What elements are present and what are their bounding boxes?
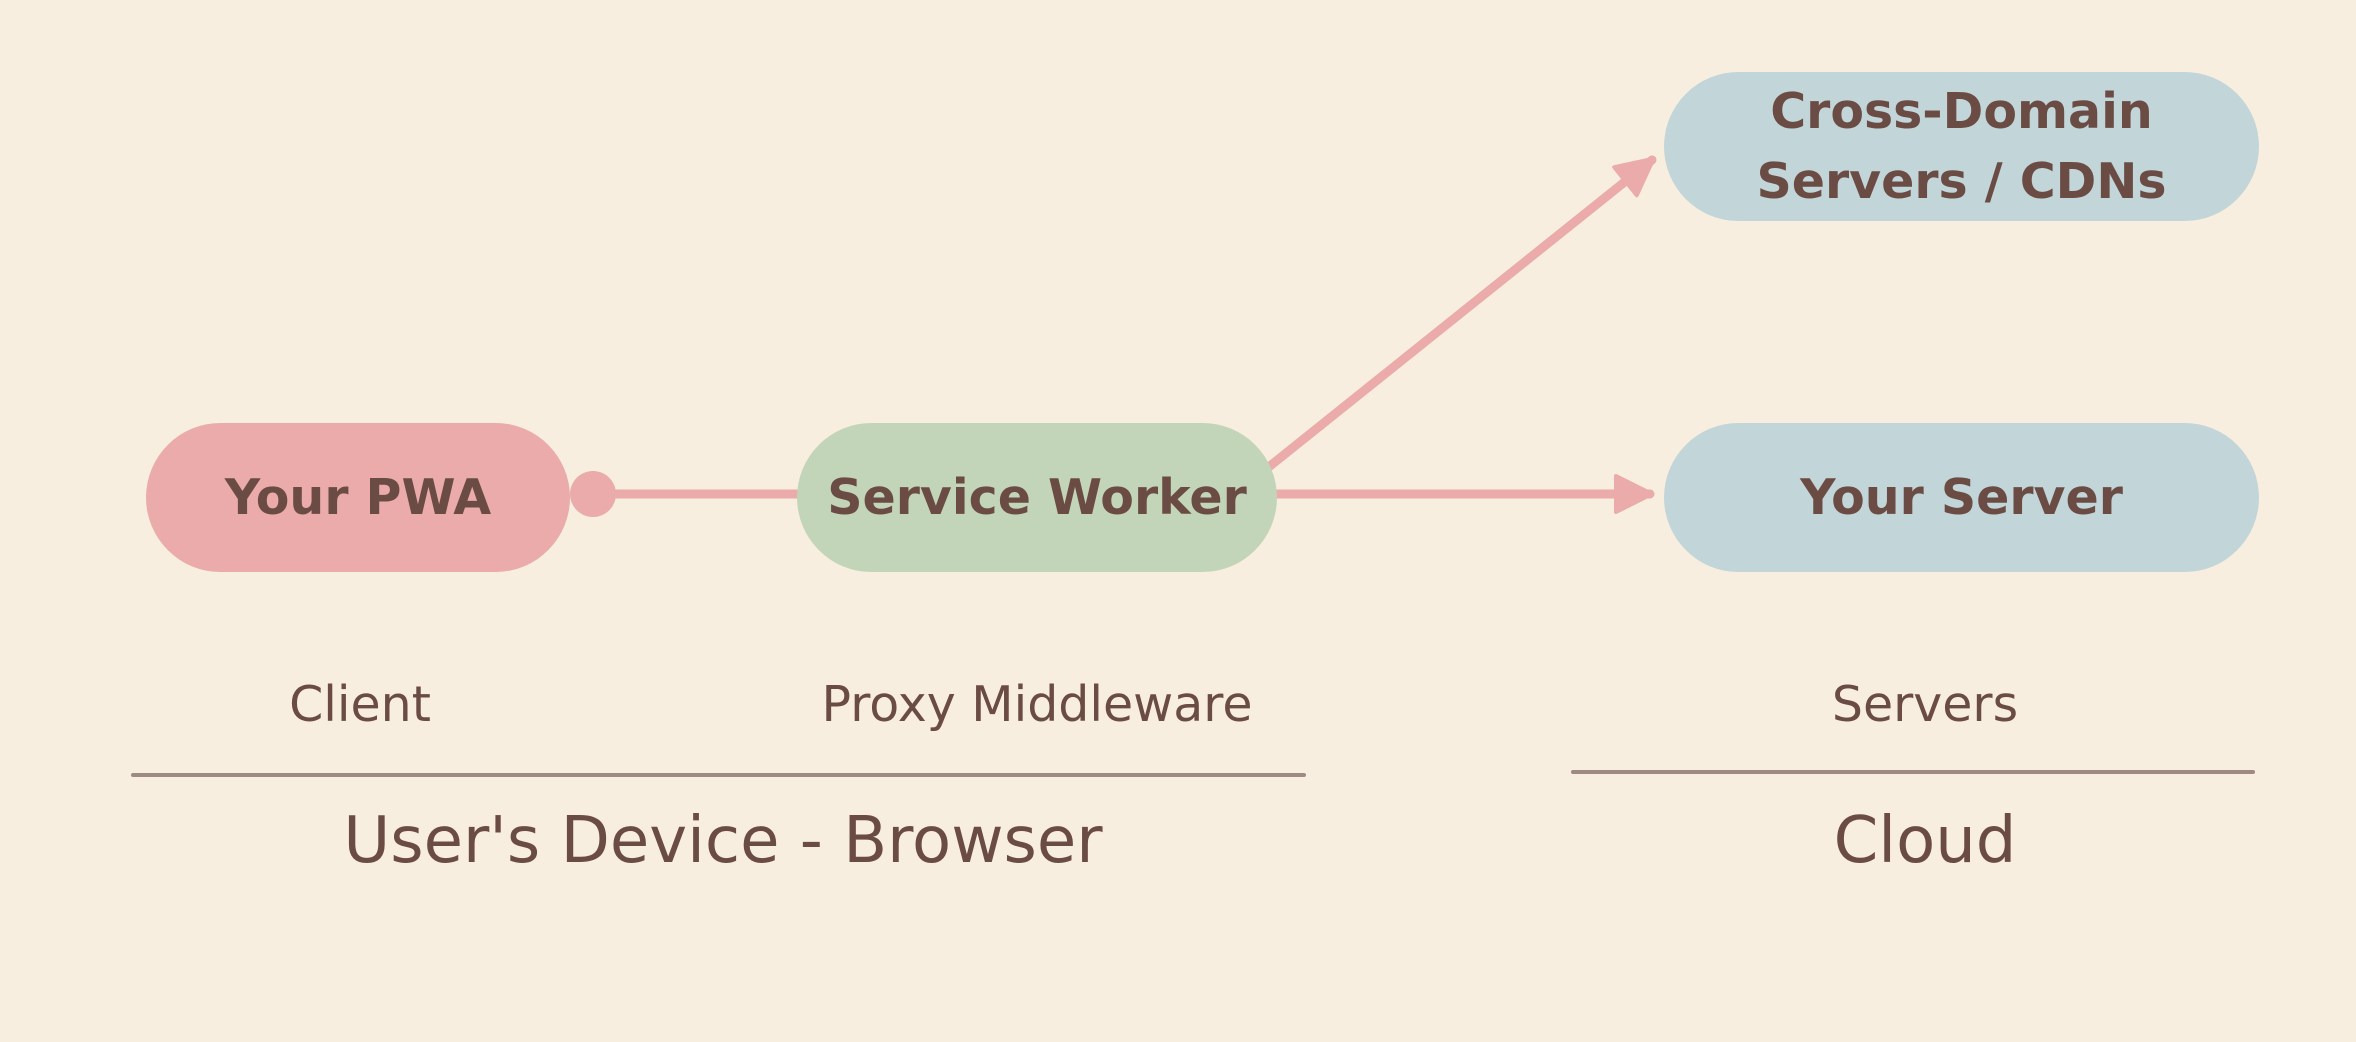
cloud-divider — [1571, 770, 2255, 774]
cdn-node: Cross-Domain Servers / CDNs — [1664, 72, 2259, 221]
device-divider — [131, 773, 1306, 777]
server-node-label: Your Server — [1800, 468, 2123, 526]
server-node: Your Server — [1664, 423, 2259, 572]
cdn-node-label: Cross-Domain Servers / CDNs — [1756, 82, 2167, 210]
proxy-caption: Proxy Middleware — [821, 676, 1253, 733]
pwa-node: Your PWA — [146, 423, 570, 572]
pwa-connector-dot — [570, 471, 616, 517]
service-worker-node: Service Worker — [797, 423, 1277, 572]
servers-caption: Servers — [1831, 676, 2019, 733]
client-caption: Client — [289, 676, 431, 733]
service-worker-node-label: Service Worker — [827, 468, 1247, 526]
pwa-node-label: Your PWA — [224, 468, 492, 526]
service-worker-to-cdn-arrow — [1265, 155, 1657, 471]
cloud-group-label: Cloud — [1833, 804, 2017, 878]
device-group-label: User's Device - Browser — [343, 804, 1103, 878]
